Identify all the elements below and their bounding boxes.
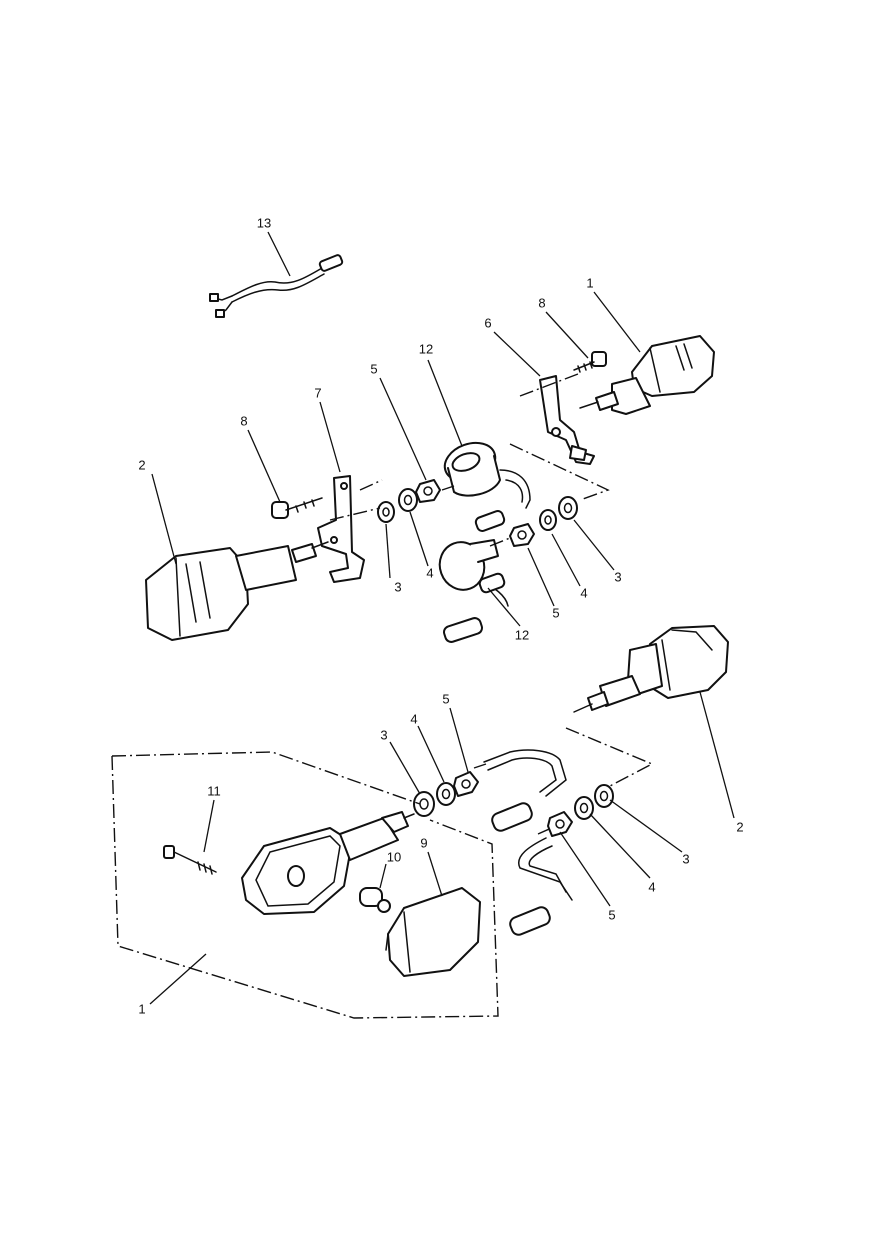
callout-8-left: 8: [240, 413, 247, 428]
callout-1-bottom: 1: [138, 1001, 145, 1016]
stem-lower-upper: [483, 749, 567, 832]
bolt-8-left: [271, 497, 323, 519]
callout-7: 7: [314, 385, 321, 400]
bracket-6: [539, 375, 595, 465]
callout-2-right: 2: [736, 819, 743, 834]
lens-9: [385, 887, 481, 977]
screw-11: [163, 845, 217, 875]
callout-5-lower-left: 5: [442, 691, 449, 706]
bulb-10: [359, 887, 391, 913]
rubber-mount-12-bottom: [438, 539, 509, 643]
callout-4-upper-left: 4: [426, 565, 433, 580]
alignment-lines-lower: [473, 727, 654, 835]
callout-9: 9: [420, 835, 427, 850]
callout-6: 6: [484, 315, 491, 330]
callout-2-left: 2: [138, 457, 145, 472]
callout-12-top: 12: [419, 341, 433, 356]
callout-13: 13: [257, 215, 271, 230]
indicator-2-left: [145, 541, 329, 641]
callout-10: 10: [387, 849, 401, 864]
washer-stack-lower-right: [547, 784, 614, 837]
callout-4-lower-left: 4: [410, 711, 417, 726]
stem-lower-lower: [509, 837, 573, 936]
indicator-1-top-right: [579, 335, 715, 415]
callout-8-right: 8: [538, 295, 545, 310]
rubber-mount-12-top: [443, 441, 531, 532]
bolt-8-right: [573, 351, 607, 373]
callout-11: 11: [207, 783, 221, 798]
callout-1-top: 1: [586, 275, 593, 290]
assembly-frame-1: [111, 751, 499, 1019]
callout-3-upper-left: 3: [394, 579, 401, 594]
callout-5-upper-right: 5: [552, 605, 559, 620]
callout-4-lower-right: 4: [648, 879, 655, 894]
alignment-lines-upper: [329, 373, 610, 547]
callout-numbers: 13 1 8 6 12 5 7 8 2 3 4 5 4 3 12 3 4 5 2…: [138, 215, 743, 1016]
callout-3-lower-right: 3: [682, 851, 689, 866]
callout-5-upper-left: 5: [370, 361, 377, 376]
indicator-2-right: [573, 625, 729, 713]
callout-12-bottom: 12: [515, 627, 529, 642]
wiring-harness-13: [209, 254, 344, 318]
washer-stack-upper-right: [509, 496, 578, 547]
washer-stack-lower-left: [413, 771, 479, 817]
callout-5-lower-right: 5: [608, 907, 615, 922]
callout-3-lower-left: 3: [380, 727, 387, 742]
leader-lines: [149, 231, 735, 1005]
indicator-housing-lower: [241, 811, 415, 915]
bracket-7: [317, 475, 365, 583]
callout-4-upper-right: 4: [580, 585, 587, 600]
callout-3-upper-right: 3: [614, 569, 621, 584]
washer-stack-upper-left: [377, 479, 441, 523]
